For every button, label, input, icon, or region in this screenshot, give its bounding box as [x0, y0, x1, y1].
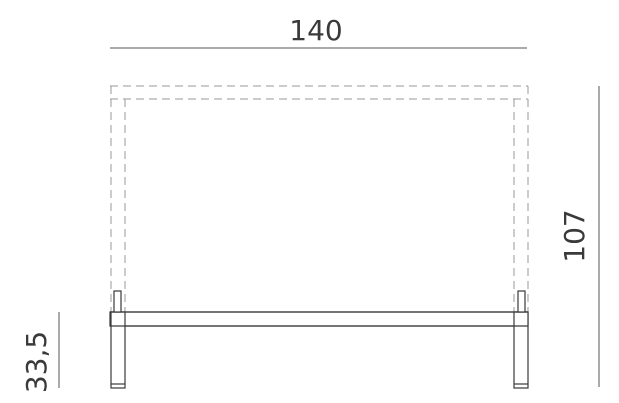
width-dimension: 140 — [110, 14, 527, 49]
left-leg — [110, 311, 126, 389]
total-height-dimension-label: 107 — [558, 209, 591, 262]
total-height-dimension: 107 — [558, 86, 600, 387]
left-pin — [113, 290, 122, 313]
right-leg — [513, 311, 529, 389]
width-dimension-label: 140 — [289, 14, 342, 47]
base-height-dimension-label: 33,5 — [20, 331, 53, 393]
raised-position-outline — [110, 85, 529, 312]
right-pin — [517, 290, 526, 313]
base-structure — [109, 290, 529, 389]
base-height-dimension: 33,5 — [20, 312, 60, 393]
tabletop-bar — [109, 311, 529, 327]
